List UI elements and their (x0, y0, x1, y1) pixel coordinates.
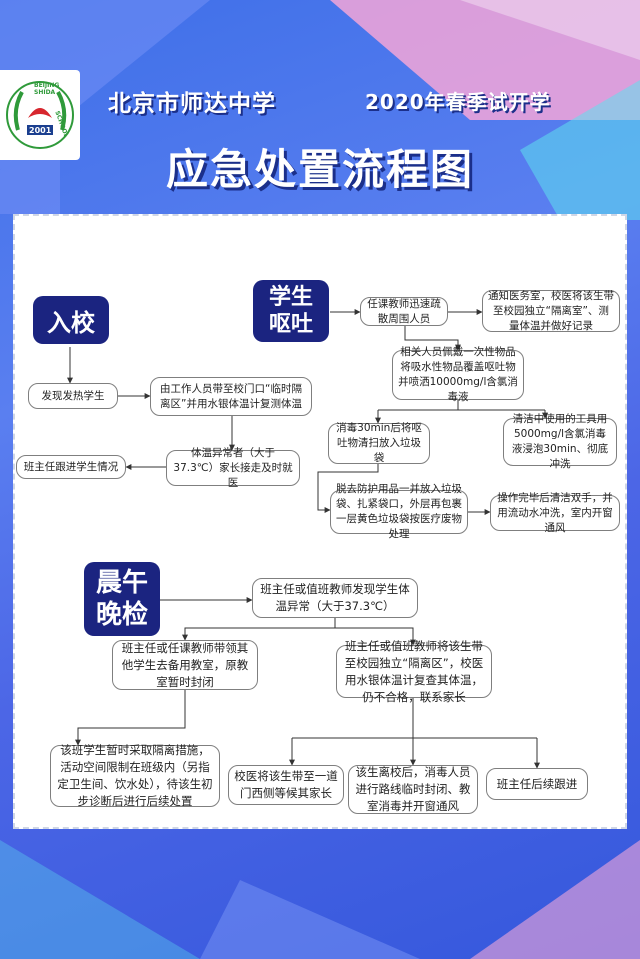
badge-check-line2: 晚检 (95, 600, 148, 630)
logo-text-top: BEIJING SHIDA (34, 82, 60, 96)
box-wait: 校医将该生带至一道门西侧等候其家长 (228, 765, 344, 805)
box-notify: 通知医务室，校医将该生带至校园独立“隔离室”、测量体温并做好记录 (482, 290, 620, 332)
box-measures: 该班学生暂时采取隔离措施，活动空间限制在班级内（另指定卫生间、饮水处），待该生初… (50, 743, 220, 808)
page-title: 应急处置流程图 (165, 145, 474, 194)
school-logo: BEIJING SHIDA SCHOOL 2001 (0, 70, 80, 160)
badge-check-line1: 晨午 (95, 568, 148, 598)
logo-year: 2001 (29, 126, 52, 135)
box-after-leave: 该生离校后，消毒人员进行路线临时封闭、教室消毒并开窗通风 (348, 765, 478, 814)
badge-vomit: 学生 呕吐 (253, 280, 329, 342)
badge-vomit-line2: 呕吐 (268, 312, 313, 337)
school-emblem-icon (6, 81, 74, 149)
box-dispose: 脱去防护用品一并放入垃圾袋、扎紧袋口，外层再包裹一层黄色垃圾袋按医疗废物处理 (330, 483, 468, 540)
badge-check: 晨午 晚检 (84, 562, 160, 636)
box-follow: 班主任跟进学生情况 (16, 455, 126, 479)
box-track: 班主任后续跟进 (486, 768, 588, 800)
box-disinfect: 消毒30min后将呕吐物清扫放入垃圾袋 (328, 422, 430, 464)
box-tools: 清洁中使用的工具用5000mg/l含氯消毒液浸泡30min、彻底冲洗 (503, 413, 617, 470)
school-name: 北京市师达中学 (108, 91, 276, 117)
badge-vomit-line1: 学生 (268, 285, 313, 310)
box-wash: 操作完毕后清洁双手，并用流动水冲洗，室内开窗通风 (490, 492, 620, 534)
box-found: 班主任或值班教师发现学生体温异常（大于37.3℃） (252, 578, 418, 618)
box-abnormal: 体温异常者（大于37.3℃）家长接走及时就医 (166, 447, 300, 489)
box-cover: 相关人员佩戴一次性物品将吸水性物品覆盖呕吐物并喷洒10000mg/l含氯消毒液 (392, 346, 524, 403)
header-subtitle: 2020年春季试开学 (365, 90, 551, 114)
badge-entry: 入校 (33, 296, 109, 344)
box-left: 班主任或任课教师带领其他学生去备用教室，原教室暂时封闭 (112, 640, 258, 690)
box-escort: 由工作人员带至校门口“临时隔离区”并用水银体温计复测体温 (150, 377, 312, 416)
box-find-fever: 发现发热学生 (28, 383, 118, 409)
box-evacuate: 任课教师迅速疏散周围人员 (360, 297, 448, 326)
box-right: 班主任或值班教师将该生带至校园独立“隔离区”，校医用水银体温计复查其体温，仍不合… (336, 639, 492, 704)
